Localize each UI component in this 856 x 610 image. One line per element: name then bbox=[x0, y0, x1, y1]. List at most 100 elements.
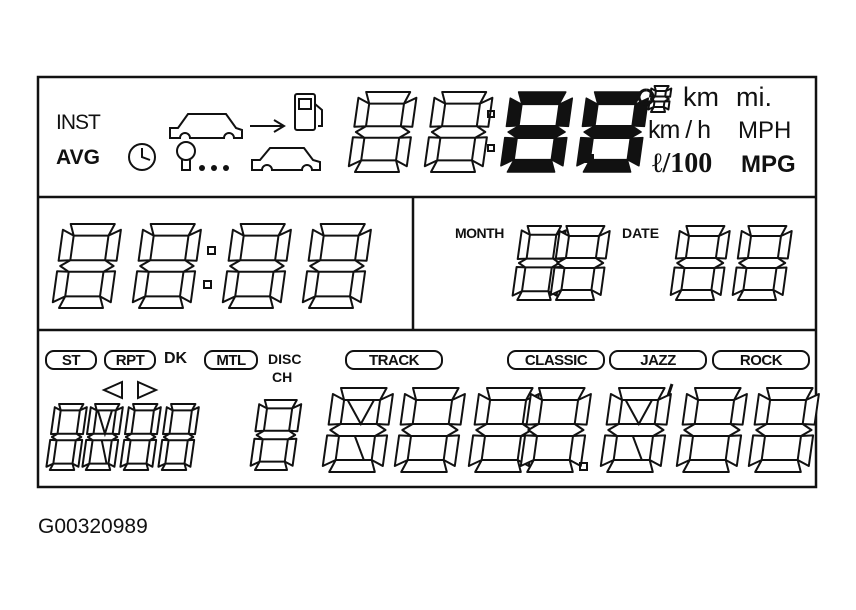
segment bbox=[626, 136, 644, 167]
classic-indicator: CLASSIC bbox=[507, 350, 605, 370]
rpt-indicator: RPT bbox=[104, 350, 156, 370]
segment bbox=[555, 289, 595, 301]
top-digit-4 bbox=[576, 91, 650, 173]
segment bbox=[731, 266, 748, 296]
ch-label: CH bbox=[272, 369, 293, 385]
dots-icon bbox=[199, 165, 229, 171]
segment bbox=[138, 295, 184, 309]
segment bbox=[228, 295, 274, 309]
segment bbox=[474, 459, 522, 473]
jazz-indicator: JAZZ bbox=[609, 350, 707, 370]
segment bbox=[183, 438, 196, 468]
segment bbox=[581, 97, 599, 128]
month-digit-2 bbox=[549, 225, 611, 301]
segment bbox=[107, 438, 120, 468]
segment bbox=[309, 259, 365, 273]
segment bbox=[160, 462, 188, 471]
segment bbox=[565, 225, 606, 237]
segment bbox=[412, 387, 460, 401]
segment bbox=[263, 399, 298, 410]
date-label: DATE bbox=[622, 225, 660, 241]
segment bbox=[329, 423, 387, 437]
unit-l100: ℓ/100 bbox=[652, 148, 713, 179]
right-arrow-icon bbox=[137, 380, 159, 400]
segment bbox=[538, 387, 586, 401]
segment bbox=[606, 459, 654, 473]
top-digit-2 bbox=[423, 91, 494, 173]
st-indicator: ST bbox=[45, 350, 97, 370]
figure-id: G00320989 bbox=[38, 515, 148, 538]
segment bbox=[249, 437, 264, 467]
segment bbox=[365, 91, 412, 105]
segment bbox=[58, 295, 104, 309]
segment bbox=[500, 136, 518, 167]
segment bbox=[471, 136, 488, 168]
segment bbox=[229, 259, 285, 273]
segment bbox=[648, 434, 667, 467]
segment bbox=[568, 434, 587, 467]
segment bbox=[505, 97, 523, 128]
segment bbox=[227, 228, 245, 262]
segment bbox=[283, 437, 298, 467]
audio-small-digit-4 bbox=[157, 403, 200, 471]
segment bbox=[354, 159, 400, 173]
segment bbox=[582, 158, 632, 173]
segment bbox=[349, 270, 367, 304]
mtl-indicator: MTL bbox=[204, 350, 258, 370]
diagonal-segment bbox=[346, 399, 375, 461]
segment bbox=[682, 459, 730, 473]
clock-icon bbox=[128, 143, 156, 171]
segment bbox=[441, 91, 488, 105]
segment bbox=[526, 459, 574, 473]
clock-digit-1 bbox=[51, 223, 122, 309]
segment bbox=[517, 257, 561, 269]
month-label: MONTH bbox=[455, 225, 504, 241]
segment bbox=[162, 432, 195, 442]
rock-indicator: ROCK bbox=[712, 350, 810, 370]
arrow-icon bbox=[250, 119, 286, 133]
segment bbox=[254, 460, 288, 471]
inst-indicator: INST bbox=[56, 111, 101, 134]
diagonal-segment bbox=[624, 399, 653, 461]
segment bbox=[506, 158, 556, 173]
segment bbox=[430, 125, 487, 139]
segment bbox=[550, 136, 568, 167]
segment bbox=[328, 459, 376, 473]
segment bbox=[269, 270, 287, 304]
segment bbox=[59, 259, 115, 273]
segment bbox=[755, 423, 813, 437]
audio-digit-4 bbox=[519, 387, 592, 473]
bulb-icon bbox=[176, 141, 196, 171]
disc-digit bbox=[249, 399, 303, 471]
segment bbox=[675, 434, 694, 467]
segment bbox=[99, 270, 117, 304]
segment bbox=[556, 257, 605, 269]
segment bbox=[607, 423, 665, 437]
segment bbox=[84, 462, 112, 471]
clock-digit-3 bbox=[221, 223, 292, 309]
segment bbox=[675, 289, 715, 301]
segment bbox=[517, 91, 567, 106]
track-indicator: TRACK bbox=[345, 350, 443, 370]
car-icon bbox=[169, 113, 243, 139]
segment bbox=[157, 438, 170, 468]
segment bbox=[618, 387, 666, 401]
avg-indicator: AVG bbox=[56, 146, 100, 169]
segment bbox=[747, 434, 766, 467]
direction-arrows bbox=[101, 380, 159, 400]
segment bbox=[511, 266, 527, 297]
segment bbox=[395, 136, 412, 168]
display-frame bbox=[36, 75, 818, 489]
segment bbox=[650, 106, 666, 113]
segment bbox=[593, 91, 643, 106]
diagonal-segment bbox=[96, 410, 113, 464]
segment bbox=[353, 96, 371, 128]
segment bbox=[239, 223, 286, 237]
segment bbox=[71, 438, 84, 468]
segment bbox=[347, 136, 366, 168]
segment bbox=[605, 393, 624, 426]
segment bbox=[50, 406, 62, 436]
segment bbox=[754, 459, 802, 473]
segment bbox=[50, 432, 83, 442]
